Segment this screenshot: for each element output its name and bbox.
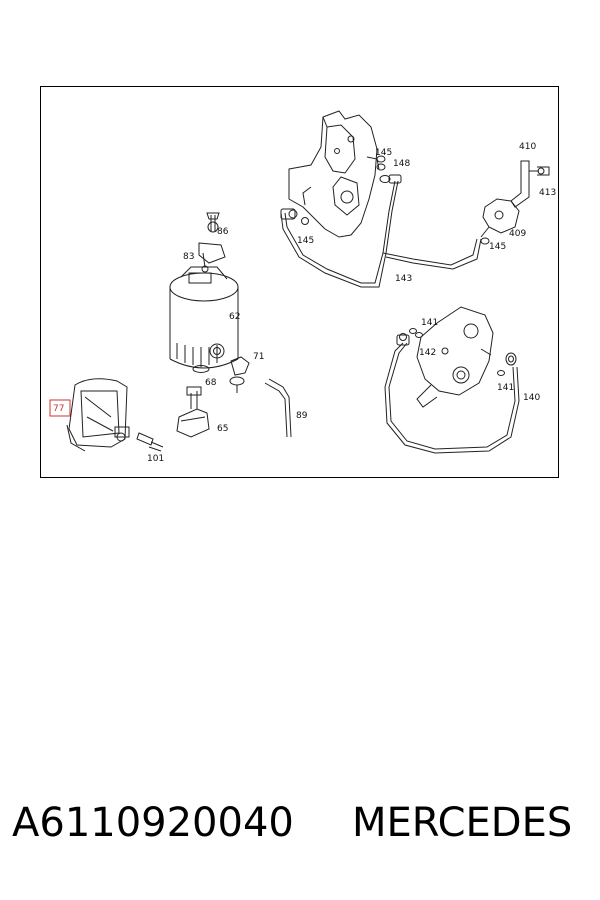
pressure-sensor-409 xyxy=(480,198,520,245)
label-86: 86 xyxy=(217,227,229,237)
label-77: 77 xyxy=(53,404,64,414)
heater-element-71 xyxy=(229,356,250,393)
label-140: 140 xyxy=(523,393,540,403)
label-141-top: 141 xyxy=(421,318,438,328)
injection-pump-drawing xyxy=(416,306,494,408)
bolt-101 xyxy=(136,432,164,452)
washer-145-top xyxy=(376,155,391,183)
label-62: 62 xyxy=(229,312,240,322)
label-409: 409 xyxy=(509,229,526,239)
exploded-view: 145 148 410 413 86 145 409 145 83 143 62… xyxy=(49,110,556,464)
water-sensor-65 xyxy=(176,386,210,438)
filter-bracket-77 xyxy=(66,378,130,452)
label-148: 148 xyxy=(393,159,410,169)
fuel-filter-62 xyxy=(169,266,239,373)
brand-name: MERCEDES xyxy=(352,800,573,846)
label-65: 65 xyxy=(217,424,228,434)
label-145-top: 145 xyxy=(375,148,392,158)
connector-83 xyxy=(198,242,226,273)
hex-key-89 xyxy=(264,378,292,438)
bracket-410 xyxy=(510,160,550,208)
highlight-box-77 xyxy=(49,399,71,417)
part-number: A6110920040 xyxy=(12,800,294,846)
parts-diagram: 145 148 410 413 86 145 409 145 83 143 62… xyxy=(40,86,559,478)
label-141-bottom: 141 xyxy=(497,383,514,393)
label-410: 410 xyxy=(519,142,536,152)
label-101: 101 xyxy=(147,454,164,464)
washers-141-142 xyxy=(409,328,505,376)
label-89: 89 xyxy=(296,411,308,421)
footer: A6110920040 MERCEDES xyxy=(0,800,600,860)
label-83: 83 xyxy=(183,252,194,262)
fuel-line-140 xyxy=(384,333,520,454)
fuel-line-143 xyxy=(280,174,482,288)
bolt-86 xyxy=(206,212,220,233)
label-68: 68 xyxy=(205,378,217,388)
label-145-right: 145 xyxy=(489,242,506,252)
label-71: 71 xyxy=(253,352,264,362)
label-143: 143 xyxy=(395,274,412,284)
label-142: 142 xyxy=(419,348,436,358)
label-413: 413 xyxy=(539,188,556,198)
label-145-left: 145 xyxy=(297,236,314,246)
engine-block-drawing xyxy=(288,110,380,238)
